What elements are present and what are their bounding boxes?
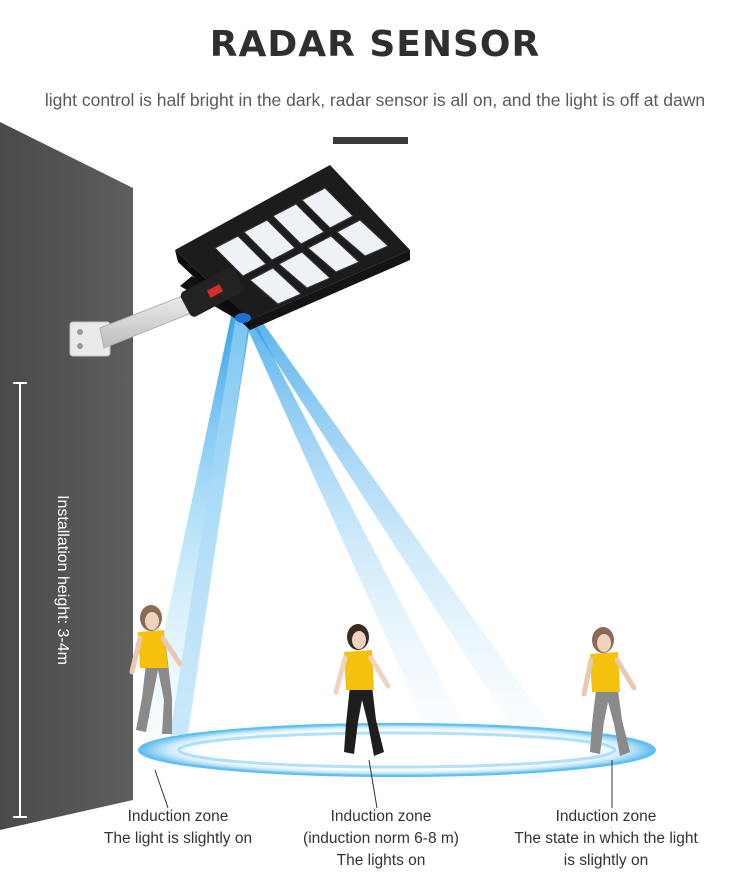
zone-label-center: Induction zone (induction norm 6-8 m) Th…	[303, 806, 459, 872]
height-indicator	[13, 382, 27, 818]
wall	[0, 122, 133, 830]
zone-detail: (induction norm 6-8 m)	[303, 830, 459, 847]
solar-street-lamp	[175, 165, 410, 330]
page-subtitle: light control is half bright in the dark…	[44, 90, 706, 110]
zone-title: Induction zone	[555, 808, 657, 825]
page-title: RADAR SENSOR	[209, 24, 541, 65]
zone-state: is slightly on	[563, 852, 649, 869]
zone-detail: The light is slightly on	[103, 830, 253, 847]
pedestrian-left	[129, 605, 183, 734]
zone-detail: The state in which the light	[514, 830, 698, 847]
zone-title: Induction zone	[330, 808, 432, 825]
led-panels	[214, 187, 389, 305]
pedestrian-right	[581, 627, 637, 756]
leader-lines	[154, 759, 613, 809]
zone-title: Induction zone	[127, 808, 229, 825]
title-divider	[333, 137, 408, 144]
radar-beams	[142, 312, 560, 740]
zone-label-right: Induction zone The state in which the li…	[514, 806, 698, 872]
zone-label-left: Induction zone The light is slightly on	[104, 806, 252, 850]
installation-height-label: Installation height: 3-4m	[54, 495, 71, 665]
induction-zone-ring	[138, 723, 656, 777]
pedestrian-center	[333, 624, 391, 756]
zone-state: The lights on	[336, 852, 426, 869]
